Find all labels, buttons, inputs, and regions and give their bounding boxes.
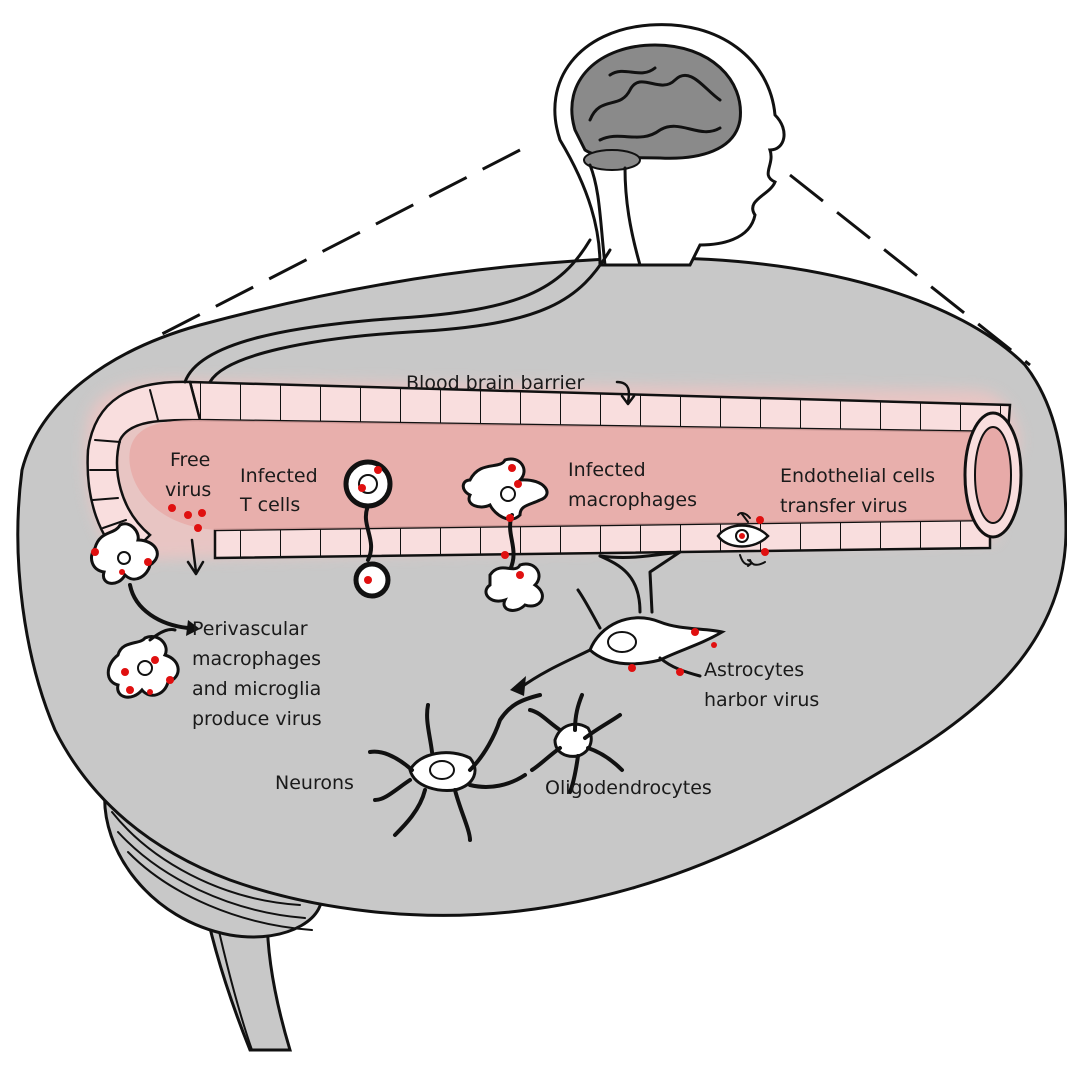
label-infected-t-cells-2: T cells — [239, 494, 300, 516]
label-astrocytes-1: Astrocytes — [704, 659, 804, 681]
brain-tissue — [18, 258, 1066, 915]
label-infected-macrophages-1: Infected — [568, 459, 646, 481]
label-perivascular-1: Perivascular — [192, 618, 308, 640]
label-free-virus-1: Free — [170, 449, 210, 471]
head-brain-icon — [555, 25, 784, 265]
label-infected-t-cells-1: Infected — [240, 465, 318, 487]
label-infected-macrophages-2: macrophages — [568, 489, 697, 511]
label-endothelial-2: transfer virus — [780, 495, 907, 517]
label-free-virus-2: virus — [165, 479, 211, 501]
label-perivascular-3: and microglia — [192, 678, 321, 700]
label-perivascular-4: produce virus — [192, 708, 322, 730]
label-endothelial-1: Endothelial cells — [780, 465, 935, 487]
label-oligodendrocytes: Oligodendrocytes — [545, 777, 712, 799]
label-neurons: Neurons — [275, 772, 354, 794]
label-blood-brain-barrier: Blood brain barrier — [406, 372, 584, 394]
label-astrocytes-2: harbor virus — [704, 689, 819, 711]
label-perivascular-2: macrophages — [192, 648, 321, 670]
